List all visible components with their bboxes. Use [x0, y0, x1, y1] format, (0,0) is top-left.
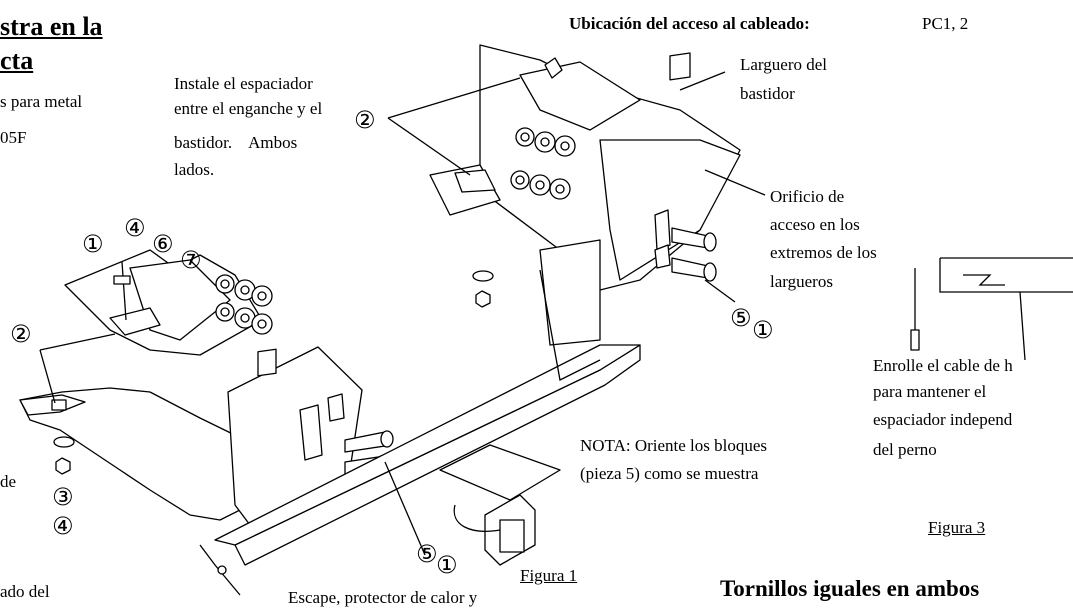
tools-fragment: s para metal [0, 92, 83, 111]
title-fragment-1: stra en la [0, 12, 103, 41]
bottom-heading: Tornillos iguales en ambos [720, 576, 980, 601]
access-hole-line-4: largueros [770, 272, 833, 291]
leader-lines [40, 72, 765, 555]
callout-6-left-top: ⑥ [152, 230, 174, 258]
callout-3-left: ③ [52, 483, 74, 511]
cross-tube-drawing [200, 345, 640, 595]
left-fragment-de: de [0, 472, 17, 491]
callout-1-center: ① [436, 551, 458, 579]
callout-1-right: ① [752, 316, 774, 344]
wire-line-1: Enrolle el cable de h [873, 356, 1013, 375]
figure3-drawing [911, 258, 1073, 360]
part-fragment: 05F [0, 128, 27, 147]
callout-7-left-top: ⑦ [180, 246, 202, 274]
right-bracket-drawing [430, 45, 740, 380]
access-hole-line-2: acceso en los [770, 215, 860, 234]
callout-1-left-bolt: ① [82, 230, 104, 258]
block-note-line-2: (pieza 5) como se muestra [580, 464, 759, 483]
spacer-instruction-line-2: entre el enganche y el [174, 99, 323, 118]
wire-line-2: para mantener el [873, 382, 987, 401]
callout-2-center: ② [354, 106, 376, 134]
frame-rail-line-2: bastidor [740, 84, 795, 103]
callout-4-left-top: ④ [124, 214, 146, 242]
access-hole-line-1: Orificio de [770, 187, 845, 206]
wire-line-3: espaciador independ [873, 410, 1013, 429]
left-fragment-bottom: ado del [0, 582, 50, 601]
spacer-instruction-line-1: Instale el espaciador [174, 74, 313, 93]
wiring-value: PC1, 2 [922, 14, 969, 33]
block-note-line-1: NOTA: Oriente los bloques [580, 436, 768, 455]
wiring-label: Ubicación del acceso al cableado: [569, 14, 810, 33]
exhaust-fragment: Escape, protector de calor y [288, 588, 478, 607]
callout-2-left: ② [10, 320, 32, 348]
access-hole-line-3: extremos de los [770, 243, 877, 262]
frame-rail-line-1: Larguero del [740, 55, 828, 74]
wire-line-4: del perno [873, 440, 937, 459]
figure-1-caption: Figura 1 [520, 566, 578, 585]
title-fragment-2: cta [0, 46, 34, 75]
figure-3-caption: Figura 3 [928, 518, 986, 537]
callout-5-right: ⑤ [730, 304, 752, 332]
callout-4-left-bottom: ④ [52, 512, 74, 540]
spacer-instruction-line-3: bastidor. Ambos [174, 133, 298, 152]
spacer-instruction-line-4: lados. [174, 160, 215, 179]
callout-5-center: ⑤ [416, 540, 438, 568]
left-bracket-drawing [20, 250, 393, 545]
